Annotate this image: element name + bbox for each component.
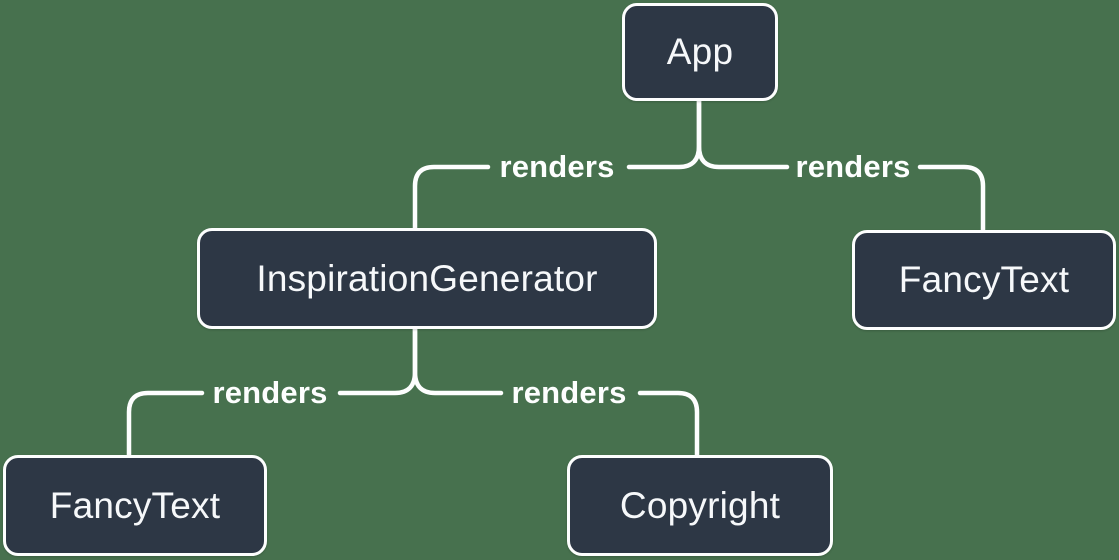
node-fancy-text-top: FancyText	[852, 230, 1116, 330]
node-app: App	[622, 3, 778, 101]
edge-into-copyright	[637, 390, 700, 459]
edge-app-split-left	[626, 98, 702, 170]
edge-into-fancy-text-bottom	[126, 390, 205, 459]
edge-into-fancy-text-top	[917, 164, 986, 234]
node-fancy-text-bottom: FancyText	[3, 455, 267, 556]
edge-ig-split-right	[412, 326, 504, 396]
edge-into-inspiration-generator	[412, 164, 491, 232]
node-copyright-label: Copyright	[619, 484, 781, 526]
node-inspiration-generator: InspirationGenerator	[197, 228, 657, 329]
edge-label-app-inspiration-generator: renders	[499, 149, 615, 184]
edge-app-split-right	[696, 98, 790, 170]
node-inspiration-generator-label: InspirationGenerator	[256, 257, 598, 299]
node-fancy-text-top-label: FancyText	[898, 259, 1070, 300]
edge-label-ig-copyright: renders	[511, 375, 627, 410]
node-copyright: Copyright	[567, 455, 833, 556]
edge-label-app-fancy-text: renders	[795, 149, 911, 184]
edge-ig-split-left	[337, 326, 418, 396]
node-app-label: App	[666, 31, 734, 72]
node-fancy-text-bottom-label: FancyText	[49, 484, 221, 526]
edge-label-ig-fancy-text: renders	[212, 375, 328, 410]
